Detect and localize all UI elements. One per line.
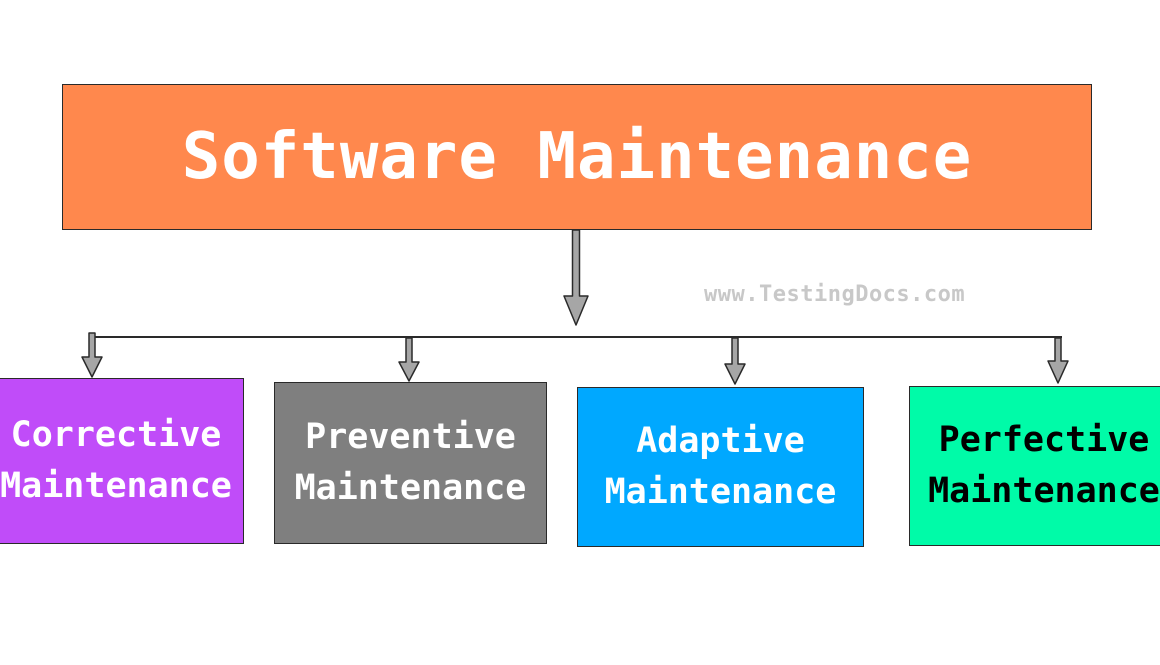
- child-connector-arrow: [81, 332, 103, 378]
- node-label-line1: Corrective: [10, 415, 222, 455]
- node-corrective-maintenance: Corrective Maintenance: [0, 378, 244, 544]
- child-connector-arrow: [724, 337, 746, 385]
- node-perfective-maintenance: Perfective Maintenance: [909, 386, 1160, 546]
- node-label-line1: Preventive: [305, 417, 516, 457]
- watermark: www.TestingDocs.com: [704, 282, 966, 307]
- child-connector-arrow: [398, 337, 420, 382]
- node-label-line2: Maintenance: [928, 471, 1160, 511]
- node-label-line2: Maintenance: [604, 472, 837, 512]
- node-adaptive-maintenance: Adaptive Maintenance: [577, 387, 864, 547]
- main-connector-arrow: [563, 229, 589, 326]
- child-connector-arrow: [1047, 337, 1069, 384]
- root-node-label: Software Maintenance: [181, 120, 973, 194]
- node-label-line1: Adaptive: [636, 421, 805, 461]
- node-label-line1: Perfective: [938, 420, 1150, 460]
- root-node-software-maintenance: Software Maintenance: [62, 84, 1092, 230]
- node-label-line2: Maintenance: [0, 466, 232, 506]
- node-label-line2: Maintenance: [294, 468, 527, 508]
- node-preventive-maintenance: Preventive Maintenance: [274, 382, 547, 544]
